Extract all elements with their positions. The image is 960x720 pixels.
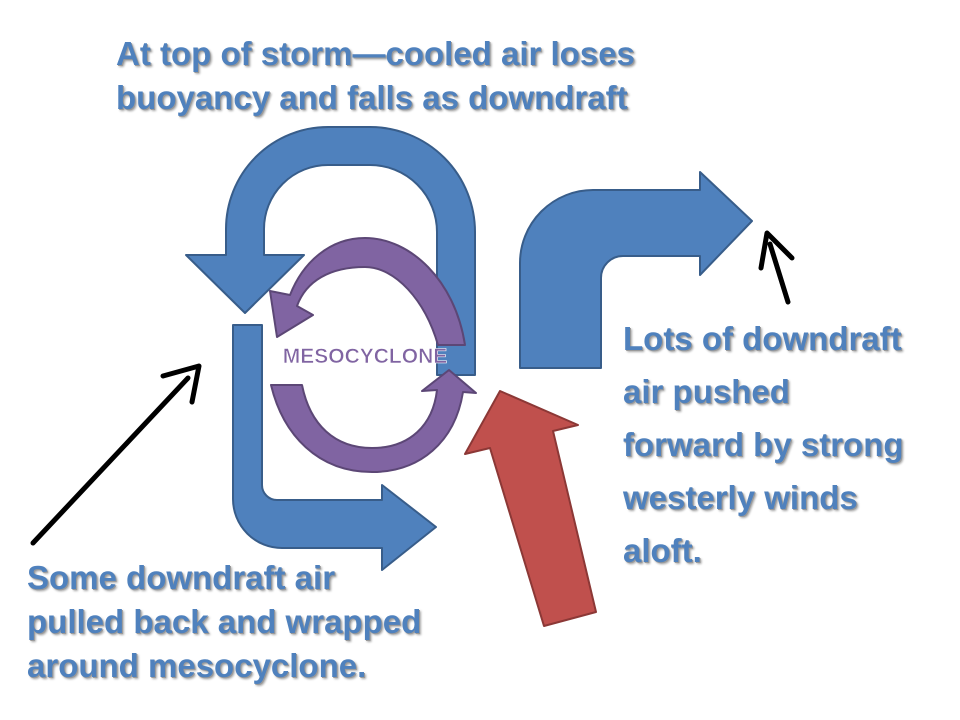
top-of-storm-caption: At top of storm—cooled air loses buoyanc… — [116, 32, 635, 120]
right-pointer-arrow — [758, 230, 795, 305]
caption-line: forward by strong — [623, 426, 904, 463]
forward-downdraft-arrow — [519, 171, 753, 369]
caption-line: around mesocyclone. — [27, 647, 367, 684]
wrapped-downdraft-arrow — [232, 324, 437, 571]
caption-line: westerly winds — [623, 479, 858, 516]
wrapped-downdraft-caption: Some downdraft air pulled back and wrapp… — [27, 556, 421, 688]
top-downdraft-arrow — [185, 126, 476, 376]
left-pointer-arrow — [30, 363, 202, 546]
caption-line: pulled back and wrapped — [27, 603, 422, 640]
caption-line: At top of storm—cooled air loses — [116, 35, 635, 72]
caption-line: Lots of downdraft — [623, 320, 902, 357]
caption-line: Some downdraft air — [27, 559, 336, 596]
updraft-arrow — [464, 390, 597, 627]
mesocyclone-upper-arrow — [269, 237, 466, 346]
caption-line: air pushed — [623, 373, 790, 410]
caption-line: buoyancy and falls as downdraft — [116, 79, 628, 116]
caption-line: aloft. — [623, 532, 702, 569]
mesocyclone-label: MESOCYCLONE — [283, 345, 448, 368]
mesocyclone-lower-arrow — [270, 369, 477, 473]
forward-downdraft-caption: Lots of downdraft air pushed forward by … — [623, 312, 904, 577]
